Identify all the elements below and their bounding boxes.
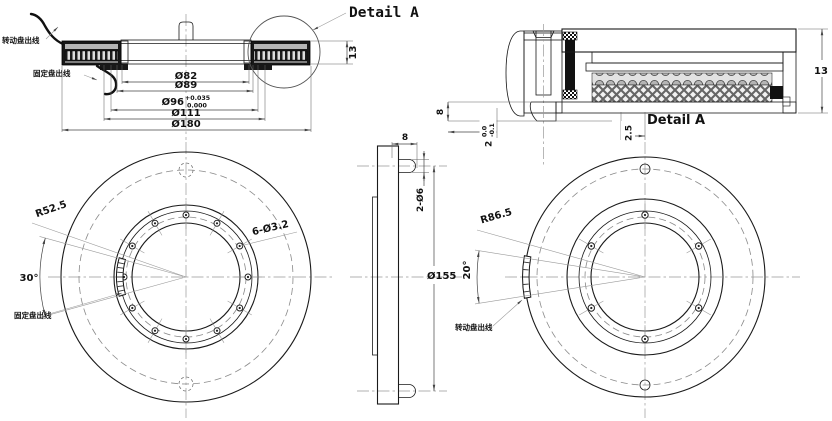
rotor-wire-label: 转动盘出线	[2, 35, 40, 45]
rotor-wire	[29, 12, 65, 46]
left-radius-leader	[31, 222, 187, 278]
detail-end-cap	[505, 30, 525, 117]
left-radius-label: R52.5	[34, 199, 68, 220]
side-rotor-edge	[372, 196, 378, 356]
stator-wire-leader	[83, 74, 98, 81]
right-radius-leader	[476, 229, 646, 278]
left-bolt-circle	[78, 169, 294, 385]
detail-wire-bundle	[591, 72, 773, 86]
tol-nominal: 2	[485, 141, 495, 147]
left-wire-label: 固定盘出线	[14, 310, 52, 320]
right-angle-arc	[476, 250, 480, 304]
side-plate	[376, 145, 400, 405]
detail-stator-body	[523, 32, 563, 114]
detail-rotor-ring	[591, 51, 784, 64]
right-wire-outlet-slot	[522, 255, 532, 299]
left-angle-label: 30°	[20, 273, 39, 284]
inner-ring-wall-right	[243, 40, 252, 64]
detail-brush-band	[591, 84, 773, 103]
right-wire-leader	[492, 299, 523, 327]
detail-foot	[529, 101, 557, 122]
section-dimensions: Ø82 Ø89 Ø96 +0.035 0.000 Ø111 Ø180 13	[61, 40, 359, 132]
detail-seal-bar	[565, 40, 575, 90]
detail-countersink	[532, 30, 555, 38]
dim-d82: Ø82	[175, 70, 197, 82]
front-view-right: R86.5 20° 转动盘出线	[455, 142, 800, 418]
left-outer-circle	[60, 151, 312, 403]
dim-detail-height: 13	[814, 66, 828, 77]
detail-bottom-plate	[555, 101, 797, 114]
side-pin-top	[398, 159, 416, 173]
right-angle-label: 20°	[462, 261, 473, 280]
stator-block-left	[61, 40, 128, 70]
side-view: 8 2-Ø6 Ø155	[350, 133, 462, 405]
dim-d96: Ø96	[162, 96, 184, 108]
right-screw-holes	[587, 211, 703, 343]
dim-side-diameter: Ø155	[427, 270, 456, 282]
dim-d180: Ø180	[171, 118, 200, 130]
shaft-pin	[178, 21, 194, 40]
right-radius-label: R86.5	[479, 207, 513, 227]
dim-d111: Ø111	[171, 107, 200, 119]
dim-side-pins: 2-Ø6	[415, 188, 426, 212]
svg-text:2.5: 2.5	[625, 125, 635, 141]
tol-upper: 0.0	[482, 125, 489, 137]
dim-d96-tol-upper: +0.035	[185, 95, 210, 102]
dim-d89: Ø89	[175, 79, 197, 91]
dim-detail-step: 8	[436, 109, 446, 115]
dim-detail-offset: 2.5	[621, 121, 635, 143]
left-wire-leader	[48, 292, 123, 315]
right-pin-hole-top	[639, 163, 651, 175]
section-view: 转动盘出线 固定盘出线 Detail A Ø82 Ø89 Ø96 +0.035 …	[2, 5, 419, 140]
left-pin-hole-top	[178, 162, 194, 178]
right-wire-label: 转动盘出线	[455, 322, 493, 332]
dim-detail-tolerance: 2 0.0 -0.1	[479, 118, 497, 149]
dim-side-thickness: 8	[402, 133, 408, 143]
left-wire-outlet-slot	[115, 257, 127, 297]
stator-wire	[95, 64, 118, 96]
detail-a-view: 13 8 2 0.0 -0.1 2.5 Detail A	[436, 24, 828, 165]
tol-lower: -0.1	[489, 123, 496, 137]
front-view-left: R52.5 30° 6-Ø3.2 固定盘出线	[14, 142, 332, 418]
side-pin-bottom	[398, 384, 416, 398]
rotor-wire-leader	[45, 26, 59, 40]
detail-rotor-top	[561, 28, 797, 53]
left-angle-arc	[39, 237, 46, 317]
right-pin-hole-bottom	[639, 379, 651, 391]
dim-section-height: 13	[348, 46, 359, 60]
stator-wire-label: 固定盘出线	[33, 68, 71, 78]
detail-callout-circle	[247, 15, 321, 89]
stator-block-right	[244, 40, 311, 70]
detail-callout-label: Detail A	[349, 5, 419, 21]
detail-brush-block	[770, 86, 783, 99]
left-holes-leader	[239, 231, 298, 247]
detail-callout-leader	[312, 12, 347, 31]
dim-d96-tol-lower: 0.000	[187, 103, 208, 110]
detail-caption: Detail A	[647, 113, 705, 128]
left-pin-hole-bottom	[178, 376, 194, 392]
right-bolt-circle	[536, 168, 754, 386]
inner-ring-wall-left	[120, 40, 129, 64]
